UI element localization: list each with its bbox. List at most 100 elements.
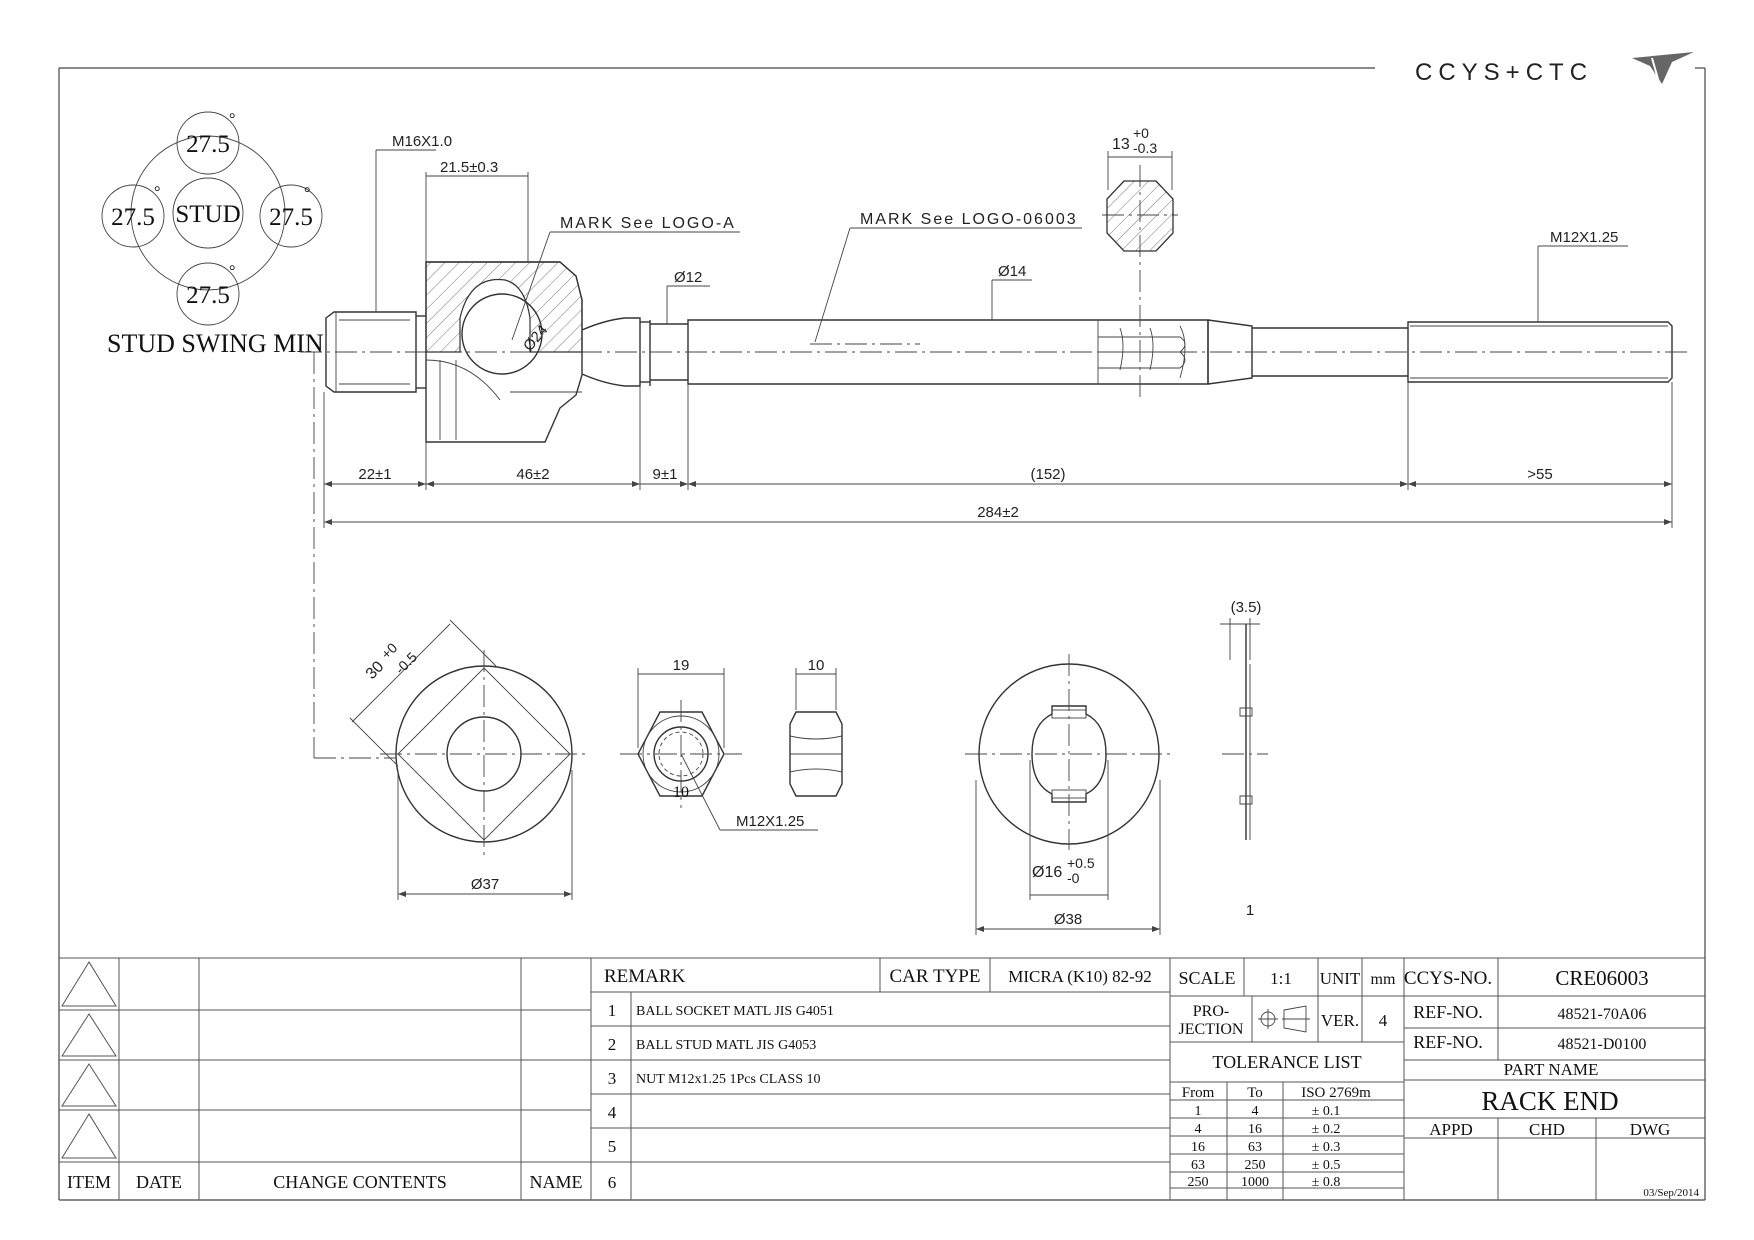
remark-header: REMARK bbox=[604, 966, 686, 987]
tol-value-5: ± 0.8 bbox=[1312, 1175, 1341, 1190]
ver-label: VER. bbox=[1321, 1011, 1359, 1030]
remark-text-3: NUT M12x1.25 1Pcs CLASS 10 bbox=[636, 1072, 821, 1087]
swing-center-label: STUD bbox=[175, 201, 240, 228]
remark-no-1: 1 bbox=[608, 1001, 617, 1020]
lock-washer-view: Ø16 +0.5 -0 Ø38 bbox=[965, 654, 1172, 935]
drawing-frame bbox=[58, 67, 1706, 1201]
nut-height-dim: 10 bbox=[808, 657, 825, 674]
swing-circle-left bbox=[101, 184, 165, 248]
tol-col-from: From bbox=[1182, 1085, 1215, 1101]
swing-angle-top: 27.5 bbox=[186, 131, 230, 158]
car-type-label: CAR TYPE bbox=[890, 966, 981, 987]
washer-outer-dia: Ø38 bbox=[1054, 911, 1082, 928]
car-type-value: MICRA (K10) 82-92 bbox=[1008, 967, 1152, 986]
scale-label: SCALE bbox=[1178, 968, 1235, 988]
tol-to-1: 4 bbox=[1252, 1104, 1259, 1119]
tol-value-2: ± 0.2 bbox=[1312, 1122, 1341, 1137]
hex-nut-side-view: 10 bbox=[789, 657, 843, 797]
hex-section-view: 13 +0 -0.3 bbox=[1102, 125, 1178, 400]
revision-triangles bbox=[61, 961, 117, 1159]
chd-label: CHD bbox=[1529, 1120, 1565, 1139]
stud-swing-caption: STUD SWING MIN bbox=[107, 329, 324, 358]
swing-angle-left: 27.5 bbox=[111, 204, 155, 231]
left-thread-stud bbox=[325, 311, 417, 393]
ref-no-label-1: REF-NO. bbox=[1413, 1002, 1483, 1022]
washer-bore-lower: -0 bbox=[1067, 870, 1080, 886]
mark-logo-06003: MARK See LOGO-06003 bbox=[860, 211, 1078, 228]
dia-14-label: Ø14 bbox=[998, 263, 1026, 280]
unit-label: UNIT bbox=[1320, 969, 1361, 988]
part-name-label: PART NAME bbox=[1504, 1060, 1599, 1079]
dim-overall: 284±2 bbox=[977, 504, 1019, 521]
left-thread-spec: M16X1.0 bbox=[392, 133, 452, 150]
projection-label-1: PRO- bbox=[1193, 1003, 1229, 1020]
remark-no-5: 5 bbox=[608, 1137, 617, 1156]
disc-diameter: Ø37 bbox=[471, 876, 499, 893]
hex-width-label: 13 bbox=[1112, 136, 1130, 153]
col-change-contents: CHANGE CONTENTS bbox=[273, 1172, 447, 1192]
rod-spline-section bbox=[1097, 320, 1186, 384]
third-angle-projection-icon bbox=[1258, 1005, 1310, 1033]
swing-circle-right bbox=[259, 184, 323, 248]
tol-value-1: ± 0.1 bbox=[1312, 1104, 1341, 1119]
rack-end-rod bbox=[300, 261, 1690, 443]
tol-to-3: 63 bbox=[1248, 1140, 1262, 1155]
washer-side-height: (3.5) bbox=[1231, 599, 1262, 616]
tol-from-2: 4 bbox=[1195, 1122, 1202, 1137]
tol-value-4: ± 0.5 bbox=[1312, 1158, 1341, 1173]
col-date: DATE bbox=[136, 1172, 182, 1192]
hex-nut-front-view: 19 10 M12X1.25 bbox=[620, 657, 818, 831]
dim-55: >55 bbox=[1527, 466, 1552, 483]
degree-mark-bottom: ° bbox=[229, 263, 235, 280]
ref-no-label-2: REF-NO. bbox=[1413, 1032, 1483, 1052]
dim-9: 9±1 bbox=[653, 466, 678, 483]
col-item: ITEM bbox=[67, 1172, 111, 1192]
appd-label: APPD bbox=[1429, 1120, 1472, 1139]
tol-from-4: 63 bbox=[1191, 1158, 1205, 1173]
ccys-no-value: CRE06003 bbox=[1555, 966, 1648, 990]
nut-width-dim: 19 bbox=[673, 657, 690, 674]
flange-disc-view: 30 +0 -0.5 Ø37 bbox=[349, 619, 590, 900]
swing-circle-center bbox=[172, 177, 244, 249]
socket-length-dim: 21.5±0.3 bbox=[440, 159, 498, 176]
swing-angle-right: 27.5 bbox=[269, 204, 313, 231]
tol-col-std: ISO 2769m bbox=[1301, 1085, 1371, 1101]
unit-value: mm bbox=[1371, 971, 1396, 988]
nut-inner-label: 10 bbox=[673, 784, 689, 801]
remark-no-3: 3 bbox=[608, 1069, 617, 1088]
degree-mark-right: ° bbox=[304, 185, 310, 202]
right-thread-spec: M12X1.25 bbox=[1550, 229, 1618, 246]
socket-section-hatch bbox=[425, 261, 583, 353]
swing-angle-bottom: 27.5 bbox=[186, 282, 230, 309]
tol-value-3: ± 0.3 bbox=[1312, 1140, 1341, 1155]
ver-value: 4 bbox=[1379, 1011, 1388, 1030]
company-logo: CCYS+CTC bbox=[1415, 52, 1694, 91]
remark-no-6: 6 bbox=[608, 1173, 617, 1192]
washer-side-view: (3.5) 1 bbox=[1220, 599, 1268, 919]
washer-bore-upper: +0.5 bbox=[1067, 855, 1095, 871]
wing-logo-icon bbox=[1632, 52, 1694, 91]
remark-text-1: BALL SOCKET MATL JIS G4051 bbox=[636, 1004, 834, 1019]
swing-circle-top bbox=[176, 111, 240, 175]
tol-to-4: 250 bbox=[1245, 1158, 1266, 1173]
title-block: ITEM DATE CHANGE CONTENTS NAME REMARK CA… bbox=[59, 957, 1705, 1200]
tol-from-3: 16 bbox=[1191, 1140, 1205, 1155]
part-name-value: RACK END bbox=[1481, 1086, 1618, 1116]
ball-stud bbox=[461, 293, 543, 375]
remark-no-2: 2 bbox=[608, 1035, 617, 1054]
logo-text: CCYS+CTC bbox=[1415, 59, 1593, 86]
hex-width-upper-tol: +0 bbox=[1133, 125, 1149, 141]
remark-no-4: 4 bbox=[608, 1103, 617, 1122]
remark-text-2: BALL STUD MATL JIS G4053 bbox=[636, 1038, 816, 1053]
dia-12-label: Ø12 bbox=[674, 269, 702, 286]
nut-thread-spec: M12X1.25 bbox=[736, 813, 804, 830]
drawing-date: 03/Sep/2014 bbox=[1643, 1187, 1699, 1199]
tol-col-to: To bbox=[1247, 1085, 1263, 1101]
tolerance-title: TOLERANCE LIST bbox=[1212, 1052, 1361, 1072]
rod-neck bbox=[581, 317, 641, 387]
ref-no-value-2: 48521-D0100 bbox=[1558, 1036, 1647, 1053]
dwg-label: DWG bbox=[1630, 1120, 1671, 1139]
swing-circle-bottom bbox=[176, 262, 240, 326]
rod-dimensions: 22±1 46±2 9±1 (152) >55 284±2 bbox=[313, 352, 1673, 759]
